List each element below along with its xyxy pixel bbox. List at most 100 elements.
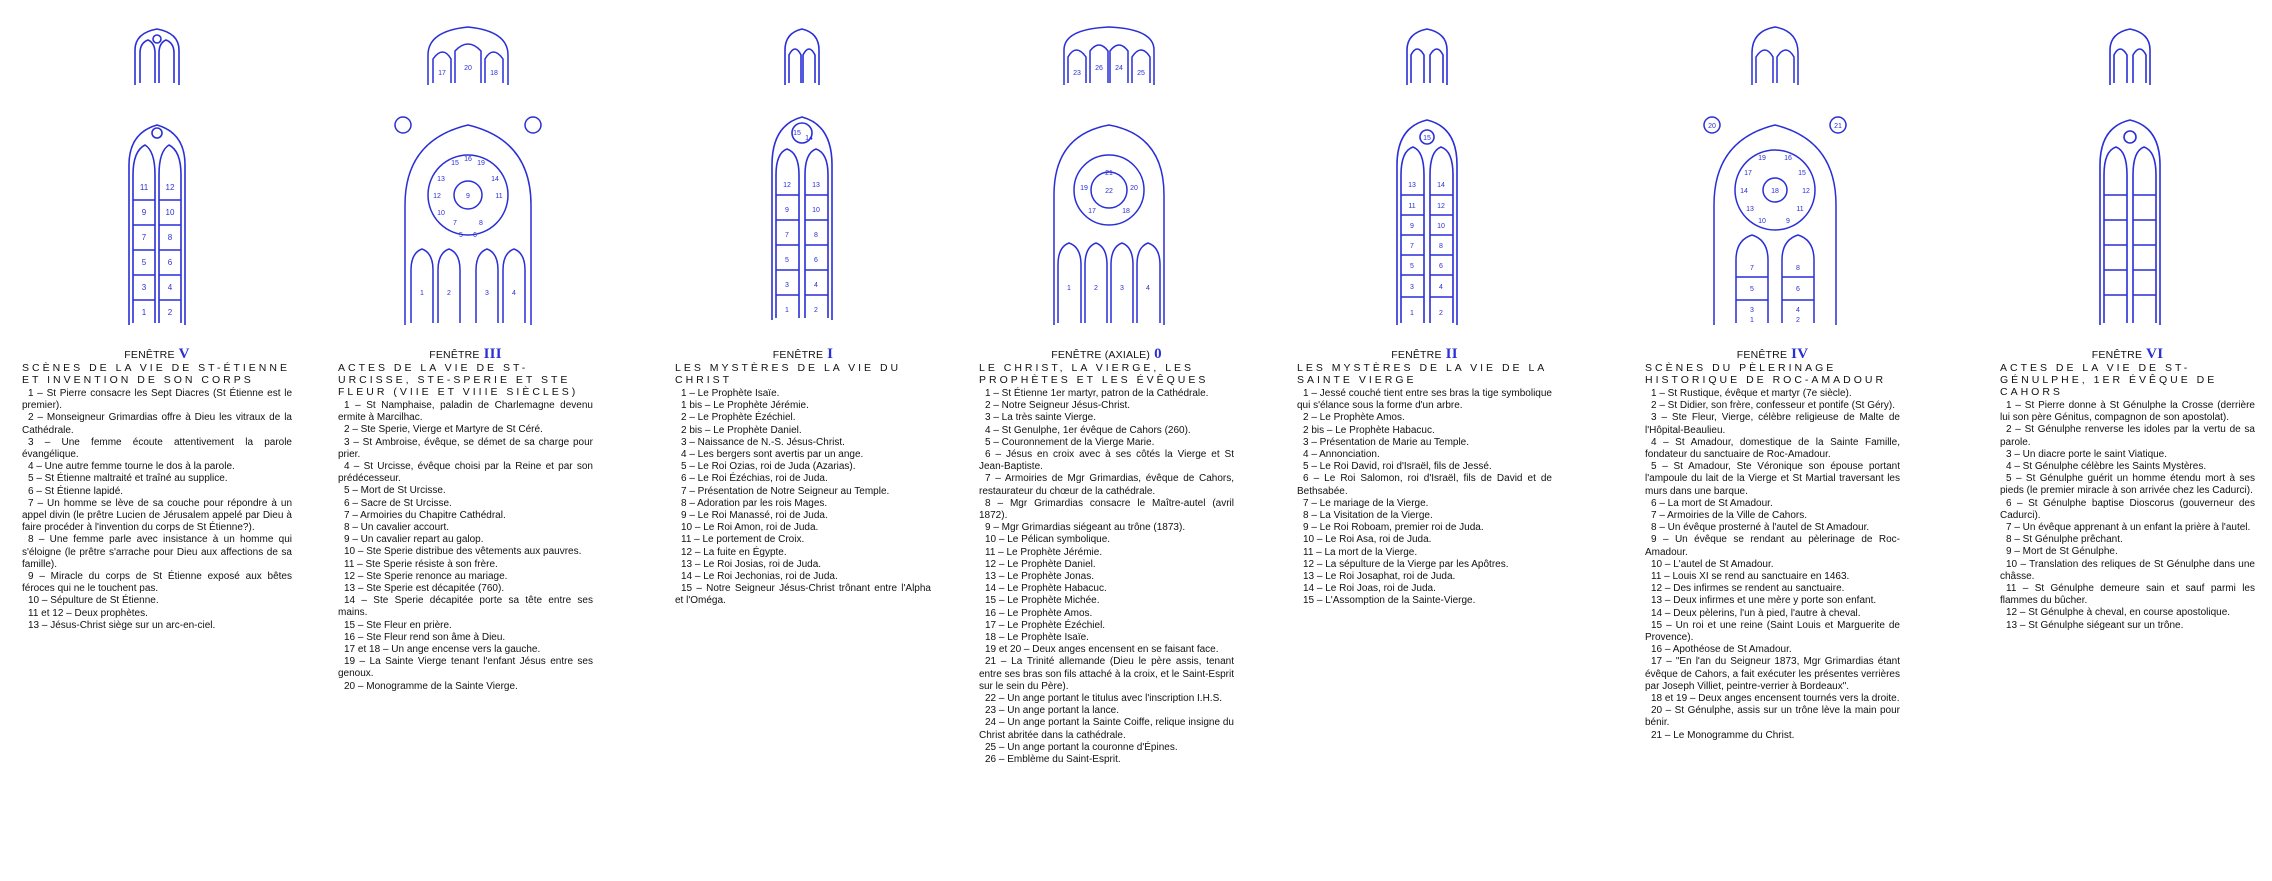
window-v-main xyxy=(128,124,186,325)
panel-label: 1 xyxy=(1750,317,1754,324)
legend-item: 9 – Le Roi Manassé, roi de Juda. xyxy=(681,510,828,522)
window-number: I xyxy=(827,346,834,362)
panel-label: 26 xyxy=(1095,65,1103,72)
panel-label: 11 xyxy=(140,183,149,192)
stained-glass-window-i: 15 14 12 9 7 5 3 1 13 10 8 6 4 2 xyxy=(771,28,833,320)
legend-item: 4 – Une autre femme tourne le dos à la p… xyxy=(28,461,235,473)
window-vi-drawing xyxy=(2085,25,2175,335)
panel-label: 18 xyxy=(1122,208,1130,215)
legend-item: 20 – Monogramme de la Sainte Vierge. xyxy=(344,680,518,692)
panel-label: 10 xyxy=(166,208,175,217)
panel-label: 21 xyxy=(1834,123,1842,130)
panel-label: 14 xyxy=(1437,182,1445,189)
panel-label: 17 xyxy=(1088,208,1096,215)
legend-item: 13 – Deux infirmes et une mère y porte s… xyxy=(1651,595,1877,607)
legend-item: 5 – Couronnement de la Vierge Marie. xyxy=(985,436,1155,448)
legend-item: 1 – St Rustique, évêque et martyr (7e si… xyxy=(1651,388,1852,399)
panel-label: 6 xyxy=(168,258,173,267)
window-title: Les mystères de la vie du Christ xyxy=(675,362,902,386)
window-column-0: 23 26 24 25 21 22 19 20 17 18 1 2 3 4 FE… xyxy=(979,0,1234,881)
panel-label: 12 xyxy=(166,183,175,192)
window-0-drawing: 23 26 24 25 21 22 19 20 17 18 1 2 3 4 xyxy=(1044,25,1174,335)
panel-label: 4 xyxy=(1439,284,1443,291)
legend-item: 8 – Une femme parle avec insistance à un… xyxy=(22,534,292,570)
legend-item: 13 – Le Prophète Jonas. xyxy=(985,571,1094,583)
panel-label: 4 xyxy=(814,282,818,289)
legend-list: 1 – Le Prophète Isaïe. 1 bis – Le Prophè… xyxy=(675,388,931,608)
stained-glass-window-0: 23 26 24 25 21 22 19 20 17 18 1 2 3 4 xyxy=(1053,26,1165,325)
panel-label: 7 xyxy=(785,232,789,239)
legend-item: 7 – Armoiries de la Ville de Cahors. xyxy=(1651,510,1808,522)
legend-item: 14 – Le Roi Jechonias, roi de Juda. xyxy=(681,571,838,583)
panel-label: 1 xyxy=(1410,310,1414,317)
window-title: Actes de la vie de St-Génulphe, 1er évêq… xyxy=(2000,362,2218,398)
legend-item: 5 – St Génulphe guérit un homme étendu m… xyxy=(2000,473,2255,497)
panel-label: 10 xyxy=(1758,218,1766,225)
legend-item: 21 – Le Monogramme du Christ. xyxy=(1651,729,1795,741)
stained-glass-window-iv: 20 21 19 16 17 15 14 18 12 13 11 10 9 7 … xyxy=(1703,26,1847,325)
panel-label: 5 xyxy=(142,258,147,267)
legend-item: 24 – Un ange portant la Sainte Coiffe, r… xyxy=(979,717,1234,741)
legend-item: 2 – Notre Seigneur Jésus-Christ. xyxy=(985,400,1131,412)
panel-label: 5 xyxy=(1410,263,1414,270)
stained-glass-window-vi xyxy=(2099,28,2161,325)
panel-label: 13 xyxy=(437,176,445,183)
legend-item: 6 – Jésus en croix avec à ses côtés la V… xyxy=(979,449,1234,473)
legend-item: 1 bis – Le Prophète Jérémie. xyxy=(681,400,809,412)
legend-item: 8 – Mgr Grimardias consacre le Maître-au… xyxy=(979,497,1234,522)
panel-label: 9 xyxy=(1786,218,1790,225)
panel-label: 18 xyxy=(490,70,498,77)
panel-label: 17 xyxy=(438,70,446,77)
legend-item: 4 – St Genulphe, 1er évêque de Cahors (2… xyxy=(985,424,1191,436)
panel-label: 8 xyxy=(168,233,173,242)
window-0-caption: FENÊTRE (AXIALE)0 Le Christ, la Vierge, … xyxy=(979,347,1234,766)
window-number: 0 xyxy=(1154,346,1162,362)
legend-list: 1 – St Rustique, évêque et martyr (7e si… xyxy=(1645,388,1900,742)
legend-item: 2 – St Didier, son frère, confesseur et … xyxy=(1651,400,1895,412)
legend-item: 8 – La Visitation de la Vierge. xyxy=(1303,510,1433,522)
legend-item: 17 – Le Prophète Ézéchiel. xyxy=(985,619,1106,631)
legend-item: 9 – Miracle du corps de St Étienne expos… xyxy=(22,571,292,595)
legend-item: 2 – Monseigneur Grimardias offre à Dieu … xyxy=(22,412,292,436)
legend-item: 3 – Présentation de Marie au Temple. xyxy=(1303,436,1470,448)
window-column-i: 15 14 12 9 7 5 3 1 13 10 8 6 4 2 FENÊTRE… xyxy=(675,0,931,881)
window-number: VI xyxy=(2146,346,2164,362)
panel-label: 13 xyxy=(1408,182,1416,189)
legend-item: 6 – La mort de St Amadour. xyxy=(1651,497,1773,509)
panel-label: 6 xyxy=(814,257,818,264)
legend-item: 13 – St Génulphe siégeant sur un trône. xyxy=(2006,619,2184,631)
legend-item: 15 – Notre Seigneur Jésus-Christ trônant… xyxy=(675,583,931,607)
panel-label: 19 xyxy=(1080,185,1088,192)
panel-label: 12 xyxy=(1802,188,1810,195)
legend-item: 12 – St Génulphe à cheval, en course apo… xyxy=(2006,607,2231,619)
window-title: Actes de la vie de St-Urcisse, Ste-Speri… xyxy=(338,362,579,398)
stained-glass-window-v: 11 9 7 5 3 1 12 10 8 6 4 2 xyxy=(128,28,186,325)
panel-label: 22 xyxy=(1105,188,1113,195)
legend-item: 1 – St Étienne 1er martyr, patron de la … xyxy=(985,388,1209,399)
panel-label: 12 xyxy=(433,193,441,200)
legend-item: 8 – Un évêque prosterné à l'autel de St … xyxy=(1651,522,1870,534)
legend-item: 3 – Naissance de N.-S. Jésus-Christ. xyxy=(681,436,845,448)
panel-label: 20 xyxy=(1130,185,1138,192)
legend-item: 7 – Le mariage de la Vierge. xyxy=(1303,497,1429,509)
panel-label: 14 xyxy=(491,176,499,183)
panel-label: 4 xyxy=(1146,285,1150,292)
panel-label: 8 xyxy=(479,220,483,227)
panel-label: 15 xyxy=(1423,135,1431,142)
legend-item: 4 – Annonciation. xyxy=(1303,449,1380,461)
legend-item: 9 – Un cavalier repart au galop. xyxy=(344,534,484,546)
window-v-tracery-top xyxy=(134,28,180,85)
panel-label: 12 xyxy=(783,182,791,189)
legend-item: 2 bis – Le Prophète Habacuc. xyxy=(1303,424,1435,436)
window-title: Le Christ, la Vierge, les Prophètes et l… xyxy=(979,362,1209,386)
panel-label: 25 xyxy=(1137,70,1145,77)
legend-item: 10 – Le Roi Asa, roi de Juda. xyxy=(1303,534,1432,546)
legend-item: 13 – Jésus-Christ siège sur un arc-en-ci… xyxy=(28,619,216,631)
legend-item: 18 – Le Prophète Isaïe. xyxy=(985,632,1089,644)
legend-item: 11 – Louis XI se rend au sanctuaire en 1… xyxy=(1651,571,1850,583)
